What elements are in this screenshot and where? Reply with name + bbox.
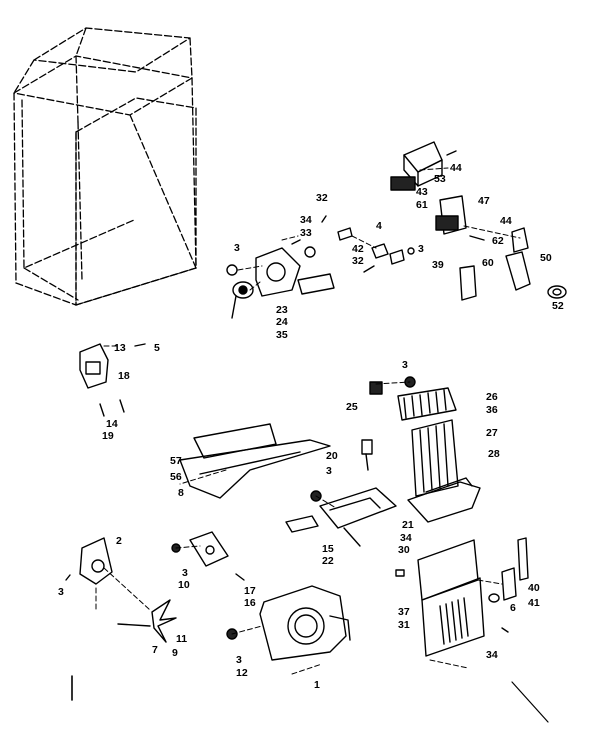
callout-37: 37 [398,606,410,618]
callout-61: 61 [416,199,428,211]
callout-7: 7 [152,644,158,656]
callout-13: 13 [114,342,126,354]
cabinet-outline [13,27,197,306]
callout-53: 53 [434,173,446,185]
fan-motor-bracket [65,531,245,643]
callout-14: 14 [106,418,118,430]
callout-5: 5 [154,342,160,354]
callout-8: 8 [178,487,184,499]
callout-41: 41 [528,597,540,609]
callout-27: 27 [486,427,498,439]
leader-lines [95,167,521,675]
callout-32: 32 [352,255,364,267]
callout-50: 50 [540,252,552,264]
callout-40: 40 [528,582,540,594]
callout-35: 35 [276,329,288,341]
thermostat-assembly [226,215,415,319]
callout-57: 57 [170,455,182,467]
callout-44: 44 [450,162,462,174]
margin-mark [511,681,549,723]
callout-10: 10 [178,579,190,591]
callout-15: 15 [322,543,334,555]
callout-32: 32 [316,192,328,204]
callout-44: 44 [500,215,512,227]
callout-3: 3 [236,654,242,666]
callout-18: 18 [118,370,130,382]
callout-31: 31 [398,619,410,631]
callout-33: 33 [300,227,312,239]
callout-4: 4 [376,220,382,232]
callout-3: 3 [418,243,424,255]
callout-34: 34 [400,532,412,544]
callout-12: 12 [236,667,248,679]
callout-26: 26 [486,391,498,403]
callout-19: 19 [102,430,114,442]
evaporator-group [369,376,481,523]
drain-trough [179,423,397,547]
callout-52: 52 [552,300,564,312]
callout-34: 34 [486,649,498,661]
callout-60: 60 [482,257,494,269]
callout-56: 56 [170,471,182,483]
fan-shroud [226,585,351,661]
callout-22: 22 [322,555,334,567]
callout-36: 36 [486,404,498,416]
switch-bracket [79,343,146,417]
callout-1: 1 [314,679,320,691]
callout-43: 43 [416,186,428,198]
callout-20: 20 [326,450,338,462]
callout-30: 30 [398,544,410,556]
callout-2: 2 [116,535,122,547]
callout-47: 47 [478,195,490,207]
callout-28: 28 [488,448,500,460]
callout-9: 9 [172,647,178,659]
callout-3: 3 [58,586,64,598]
callout-6: 6 [510,602,516,614]
callout-3: 3 [402,359,408,371]
callout-16: 16 [244,597,256,609]
callout-21: 21 [402,519,414,531]
callout-3: 3 [234,242,240,254]
callout-39: 39 [432,259,444,271]
callout-25: 25 [346,401,358,413]
control-panel [395,537,529,657]
callout-23: 23 [276,304,288,316]
damper-housing-group [390,141,567,301]
callout-42: 42 [352,243,364,255]
callout-3: 3 [326,465,332,477]
callout-24: 24 [276,316,288,328]
callout-11: 11 [176,633,188,645]
callout-17: 17 [244,585,256,597]
callout-34: 34 [300,214,312,226]
callout-3: 3 [182,567,188,579]
callout-62: 62 [492,235,504,247]
